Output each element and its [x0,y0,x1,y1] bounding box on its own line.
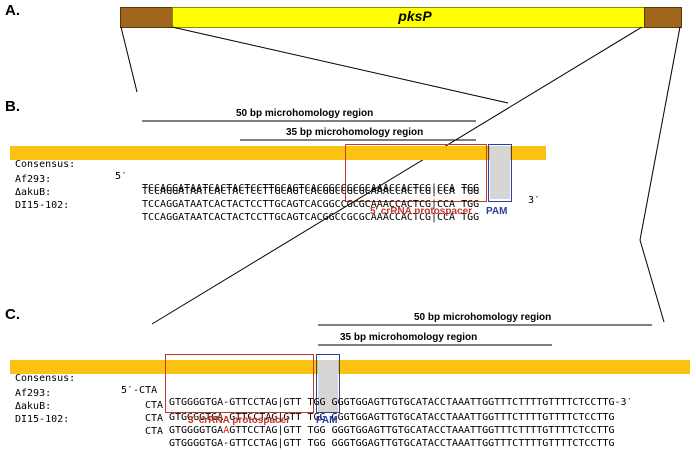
b-row-seq: TCCAGGATAATCACTACTCCTTGCAGTCACGGCCGCGCAA… [142,212,480,223]
gene-name: pksP [398,8,432,24]
b-row-suffix: 3′ [528,195,541,206]
c-row-di15: DI15-102: CTA GTGGGGTGA-GTTCCTAG|GTT TGG… [15,402,695,449]
c-row-seq: GTGGGGTGA-GTTCCTAG|GTT TGG GGGTGGAGTTGTG… [169,438,615,449]
c-row-akub: ΔakuB: CTA GTGGGGTGAAGTTCCTAG|GTT TGG GG… [15,389,695,436]
c-row-seq: GTGGGGTGAAGTTCCTAG|GTT TGG GGGTGGAGTTGTG… [169,425,615,437]
panel-label-c: C. [5,306,20,323]
b-pam-caption: PAM [486,206,508,217]
b-row-seq: TCCAGGATAATCACTACTCCTTGCAGTCACGGCCGCGCAA… [142,183,480,194]
panel-label-b: B. [5,98,20,115]
c-row-seq: GTGGGGTGA-GTTCCTAG|GTT TGG GGGTGGAGTTGTG… [169,412,615,423]
b-row-label: DI15-102: [15,200,70,211]
b-row-label: ΔakuB: [15,187,52,198]
zoom-line-b-right [171,26,509,104]
b-row-seq: TCCAGGATAATCACTACTCCTTGCAGTCACGGCCGCGCAA… [142,186,480,197]
c-pam-fill [318,360,338,413]
b-row-consensus: Consensus: 5′ TCCAGGATAATCACTACTCCTTGCAG… [15,147,555,206]
c-row-label: Af293: [15,388,52,399]
c-pam-caption: PAM [316,415,338,426]
b-protospacer-caption: 5′ crRNA protospacer [370,206,473,217]
b-row-di15: DI15-102: TCCAGGATAATCACTACTCCTTGCAGTCAC… [15,188,555,223]
c-row-consensus: Consensus: 5′-CTA GTGGGGTGA-GTTCCTAG|GTT… [15,361,695,408]
c-row-label: DI15-102: [15,414,70,425]
zoom-lines [120,26,681,346]
c-protospacer-box [165,354,314,413]
zoom-line-c-left [151,26,643,325]
c-row-af293: Af293: CTA GTGGGGTGA-GTTCCTAG|GTT TGG GG… [15,376,695,423]
c-row-label: ΔakuB: [15,401,52,412]
c-row-seq: GTGGGGTGA-GTTCCTAG|GTT TGG GGGTGGAGTTGTG… [169,397,633,408]
c-consensus-highlight [10,360,690,374]
c-row-prefix: CTA [145,400,164,411]
b-row-prefix: 5′ [115,171,128,182]
c-region-35-label: 35 bp microhomology region [340,332,478,343]
b-protospacer-box [345,144,487,202]
zoom-line-b-left [120,26,138,93]
c-seq-part-b: GTTCCTAG|GTT TGG GGGTGGAGTTGTGCATACCTAAA… [229,425,615,436]
b-region-50-label: 50 bp microhomology region [236,108,374,119]
panel-label-a: A. [5,2,20,19]
gene-flank-right [644,7,682,28]
c-seq-part-a: GTGGGGTGA [169,425,224,436]
b-row-akub: ΔakuB: TCCAGGATAATCACTACTCCTTGCAGTCACGGC… [15,175,555,210]
c-row-prefix: 5′-CTA [121,385,158,396]
zoom-line-c-right-lower [639,239,665,323]
b-pam-box [488,144,512,202]
b-region-35-label: 35 bp microhomology region [286,127,424,138]
c-region-50-label: 50 bp microhomology region [414,312,552,323]
b-row-af293: Af293: TCCAGGATAATCACTACTCCTTGCAGTCACGGC… [15,162,555,197]
c-row-prefix: CTA [145,413,164,424]
c-pam-box [316,354,340,413]
b-row-seq: TCCAGGATAATCACTACTCCTTGCAGTCACGGCCGCGCAA… [142,199,480,210]
zoom-line-c-right-upper [639,26,681,241]
b-row-label: Consensus: [15,159,76,170]
c-protospacer-caption: 3′ crRNA protospacer [188,415,291,426]
b-pam-fill [490,146,510,199]
b-row-label: Af293: [15,174,52,185]
c-row-label: Consensus: [15,373,76,384]
b-consensus-highlight [10,146,546,160]
